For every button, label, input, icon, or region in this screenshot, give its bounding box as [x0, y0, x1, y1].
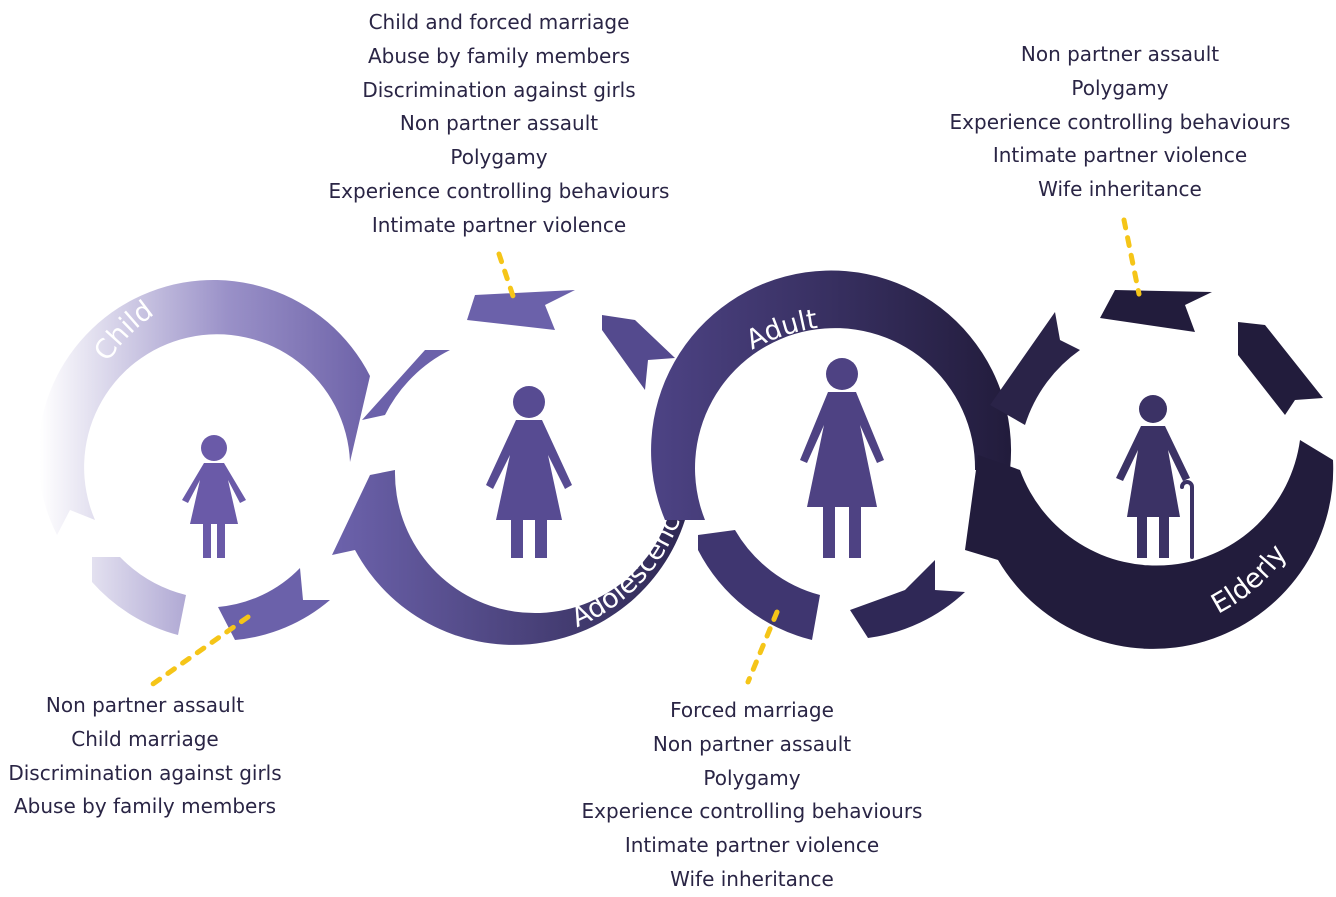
adult-risks-list: Forced marriage Non partner assault Poly…	[572, 694, 932, 897]
risk-item: Wife inheritance	[670, 866, 834, 891]
elderly-risks-list: Non partner assault Polygamy Experience …	[940, 38, 1300, 207]
risk-item: Discrimination against girls	[8, 760, 282, 785]
risk-item: Polygamy	[1071, 75, 1169, 100]
girl-figure-icon	[182, 435, 246, 558]
risk-item: Wife inheritance	[1038, 177, 1202, 202]
risk-item: Abuse by family members	[367, 43, 631, 68]
risk-item: Non partner assault	[45, 693, 245, 717]
child-risks-list: Non partner assault Child marriage Discr…	[5, 689, 285, 824]
adolescent-figure-icon	[486, 386, 572, 558]
risk-item: Non partner assault	[1020, 42, 1220, 66]
adolescence-risks-list: Child and forced marriage Abuse by famil…	[319, 6, 679, 243]
risk-item: Intimate partner violence	[371, 212, 627, 237]
risk-item: Polygamy	[703, 765, 801, 790]
adolescence-connector	[496, 251, 518, 305]
elderly-ring: Elderly	[965, 290, 1334, 649]
risk-item: Experience controlling behaviours	[581, 799, 923, 824]
elderly-woman-with-cane-icon	[1116, 395, 1194, 559]
elderly-connector	[1121, 217, 1142, 297]
adult-ring: Adult	[651, 270, 1012, 640]
risk-item: Non partner assault	[399, 111, 599, 136]
child-connector	[147, 614, 251, 689]
risk-item: Intimate partner violence	[992, 143, 1248, 168]
risk-item: Experience controlling behaviours	[328, 178, 670, 203]
woman-figure-icon	[800, 358, 884, 558]
risk-item: Child marriage	[71, 726, 219, 751]
risk-item: Polygamy	[450, 145, 548, 170]
risk-item: Abuse by family members	[13, 794, 277, 819]
risk-item: Non partner assault	[652, 731, 852, 756]
risk-item: Experience controlling behaviours	[949, 109, 1291, 134]
adult-connector	[745, 609, 780, 685]
risk-item: Intimate partner violence	[624, 833, 880, 858]
risk-item: Discrimination against girls	[362, 77, 636, 102]
risk-item: Forced marriage	[670, 698, 834, 722]
risk-item: Child and forced marriage	[368, 10, 630, 34]
child-ring: Child	[37, 279, 371, 640]
